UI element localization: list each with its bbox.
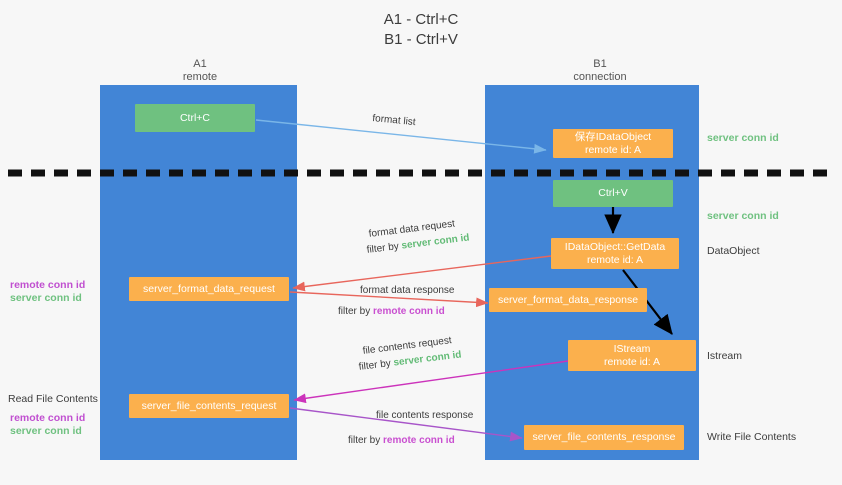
filter-prefix: filter by bbox=[348, 435, 384, 446]
filter-key-remote-conn-id: remote conn id bbox=[373, 306, 445, 317]
title-line-1: A1 - Ctrl+C bbox=[383, 11, 459, 28]
node-server-file-contents-response[interactable]: server_file_contents_response bbox=[524, 425, 684, 450]
node-ctrl-v-label: Ctrl+V bbox=[598, 187, 628, 199]
caption-istream: Istream bbox=[707, 350, 743, 362]
node-idataobject-getdata-label: IDataObject::GetData remote id: A bbox=[564, 240, 666, 266]
node-store-idataobject-label: 保存IDataObject remote id: A bbox=[574, 130, 652, 156]
caption-dataobject: DataObject bbox=[707, 245, 760, 257]
node-server-file-contents-request[interactable]: server_file_contents_request bbox=[129, 394, 289, 418]
edge-label-format-list: format list bbox=[371, 112, 417, 129]
filter-key-remote-conn-id: remote conn id bbox=[383, 435, 455, 446]
node-istream[interactable]: IStream remote id: A bbox=[568, 340, 696, 371]
column-header-a1: A1 remote bbox=[140, 58, 260, 84]
node-server-format-data-response-label: server_format_data_response bbox=[497, 293, 639, 306]
edge-label-file-contents-response: file contents response bbox=[376, 410, 474, 421]
node-server-file-contents-response-label: server_file_contents_response bbox=[532, 431, 676, 443]
node-server-format-data-request[interactable]: server_format_data_request bbox=[129, 277, 289, 301]
page-title: A1 - Ctrl+C B1 - Ctrl+V bbox=[0, 10, 842, 50]
caption-remote-conn-id-lower: remote conn id bbox=[10, 412, 86, 424]
node-ctrl-v[interactable]: Ctrl+V bbox=[553, 180, 673, 207]
filter-prefix: filter by bbox=[366, 240, 403, 256]
edge-label-format-data-response-filter: filter by remote conn id bbox=[338, 305, 445, 318]
edge-label-format-data-response: format data response bbox=[360, 285, 455, 296]
title-line-2: B1 - Ctrl+V bbox=[384, 31, 458, 48]
filter-prefix: filter by bbox=[338, 306, 374, 317]
node-ctrl-c-label: Ctrl+C bbox=[179, 111, 211, 124]
caption-write-file-contents: Write File Contents bbox=[707, 431, 797, 443]
caption-read-file-contents: Read File Contents bbox=[8, 393, 98, 405]
caption-server-conn-id-upper: server conn id bbox=[10, 292, 82, 304]
node-idataobject-getdata[interactable]: IDataObject::GetData remote id: A bbox=[551, 238, 679, 269]
node-store-idataobject[interactable]: 保存IDataObject remote id: A bbox=[553, 129, 673, 158]
node-server-format-data-request-label: server_format_data_request bbox=[143, 282, 275, 295]
column-a1-name: A1 bbox=[193, 58, 207, 70]
node-ctrl-c[interactable]: Ctrl+C bbox=[135, 104, 255, 132]
caption-server-conn-id-lower: server conn id bbox=[10, 425, 82, 437]
caption-remote-conn-id-upper: remote conn id bbox=[10, 279, 86, 291]
caption-server-conn-id-top: server conn id bbox=[707, 132, 779, 144]
node-istream-label: IStream remote id: A bbox=[603, 342, 661, 368]
node-server-format-data-response[interactable]: server_format_data_response bbox=[489, 288, 647, 312]
column-b1-sub: connection bbox=[573, 71, 627, 83]
filter-prefix: filter by bbox=[358, 357, 395, 373]
column-b1-name: B1 bbox=[593, 58, 607, 70]
node-server-file-contents-request-label: server_file_contents_request bbox=[141, 399, 277, 412]
column-a1-sub: remote bbox=[182, 71, 218, 83]
caption-server-conn-id-second: server conn id bbox=[707, 210, 779, 222]
column-header-b1: B1 connection bbox=[535, 58, 665, 84]
edge-label-file-contents-response-filter: filter by remote conn id bbox=[348, 434, 455, 447]
